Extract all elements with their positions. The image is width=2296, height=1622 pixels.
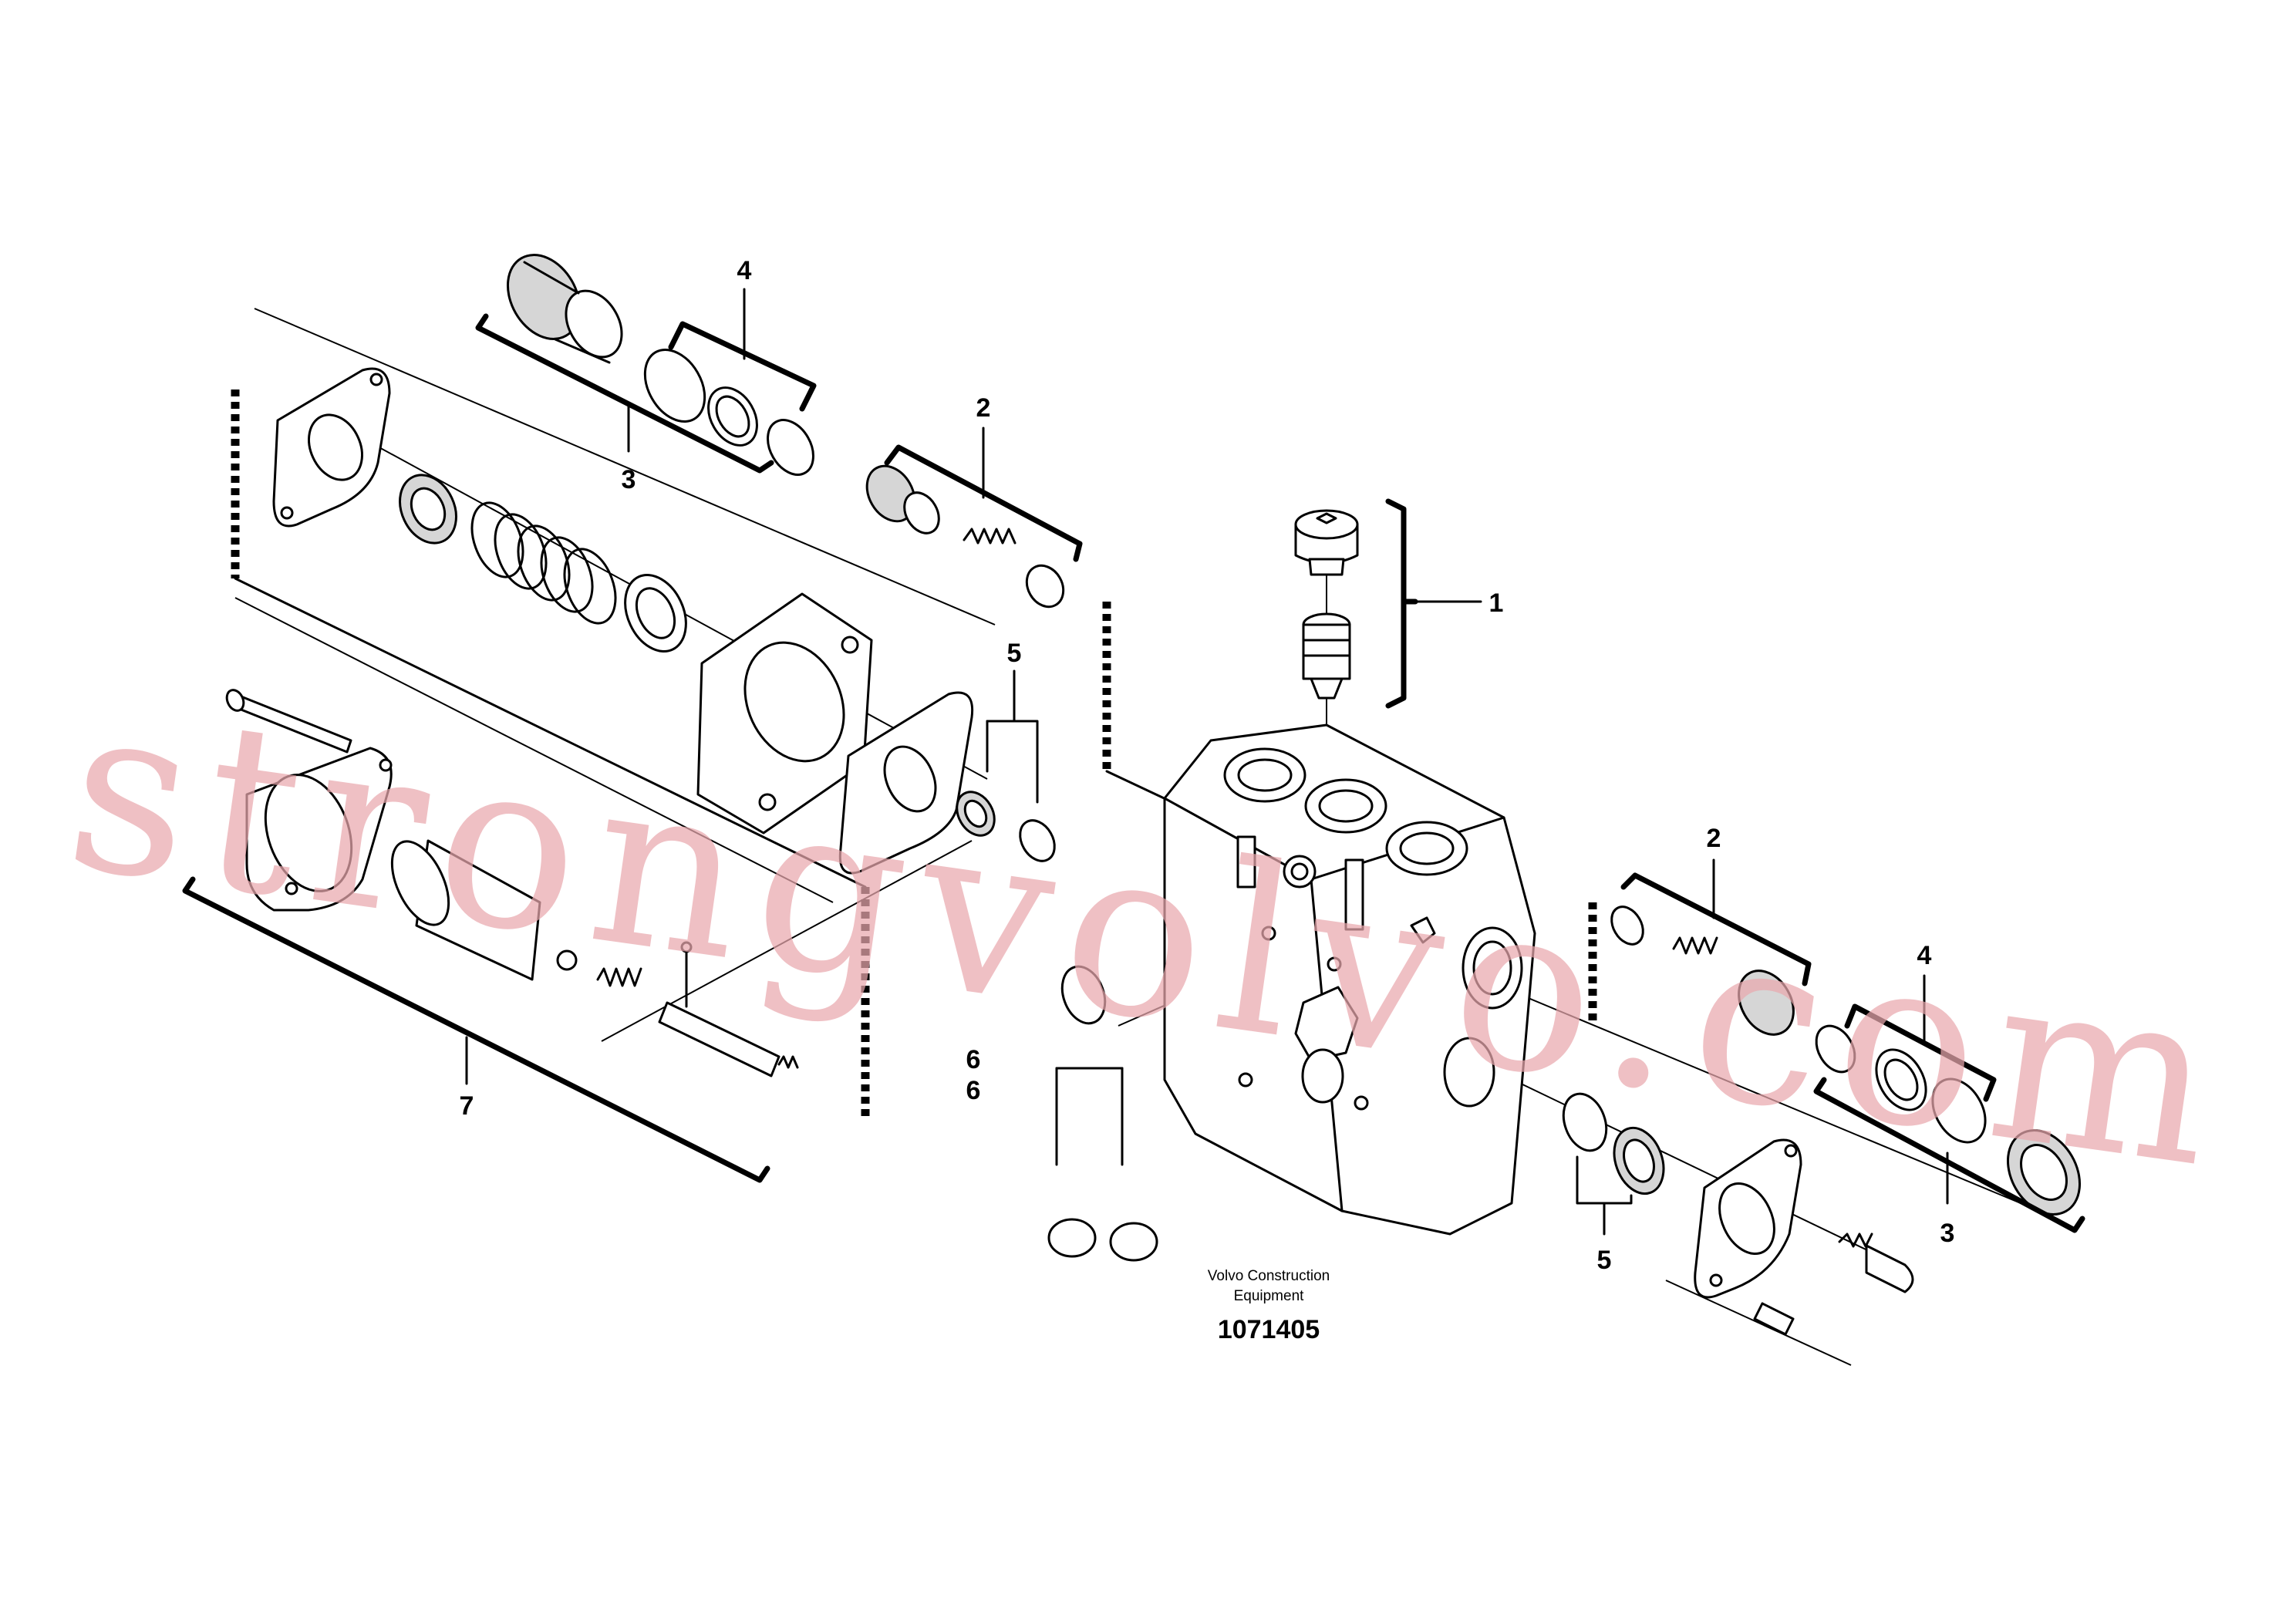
callout-2-top: 2 [976, 393, 991, 423]
drawing-number: 1071405 [1218, 1315, 1320, 1344]
reference-dashed-lines [231, 389, 1597, 1118]
relief-valve-group-top [506, 254, 814, 476]
caption-line-1: Volvo Construction [1208, 1268, 1330, 1284]
callout-labels: 1 2 2 3 3 4 4 5 5 6 6 7 [460, 256, 1955, 1275]
callout-5-mid: 5 [1007, 639, 1022, 668]
callout-5-right: 5 [1597, 1246, 1612, 1275]
callout-7: 7 [460, 1091, 474, 1121]
callout-3-right: 3 [1940, 1219, 1955, 1248]
caption-line-2: Equipment [1234, 1288, 1305, 1304]
callout-3-top: 3 [622, 465, 636, 494]
relief-valve-group-right [1562, 905, 2082, 1336]
spool-assembly [225, 689, 799, 1077]
callout-4-right: 4 [1917, 941, 1932, 970]
callout-2-right: 2 [1707, 824, 1721, 853]
plug-and-insert [1294, 509, 1359, 700]
callout-6b: 6 [966, 1076, 981, 1105]
watermark-text: strongvolvo.com [54, 652, 2230, 1219]
callout-brackets [182, 288, 2085, 1236]
spring-cover-group [272, 367, 1056, 875]
callout-6a: 6 [966, 1045, 981, 1074]
o-rings-lower [1047, 965, 1158, 1262]
drawing-caption: Volvo Construction Equipment 1071405 [1208, 1268, 1330, 1344]
callout-1: 1 [1489, 588, 1504, 618]
callout-4-top: 4 [737, 256, 752, 285]
spring-coils [470, 501, 617, 625]
check-valve-top [865, 464, 1065, 609]
valve-body [1163, 723, 1536, 1236]
